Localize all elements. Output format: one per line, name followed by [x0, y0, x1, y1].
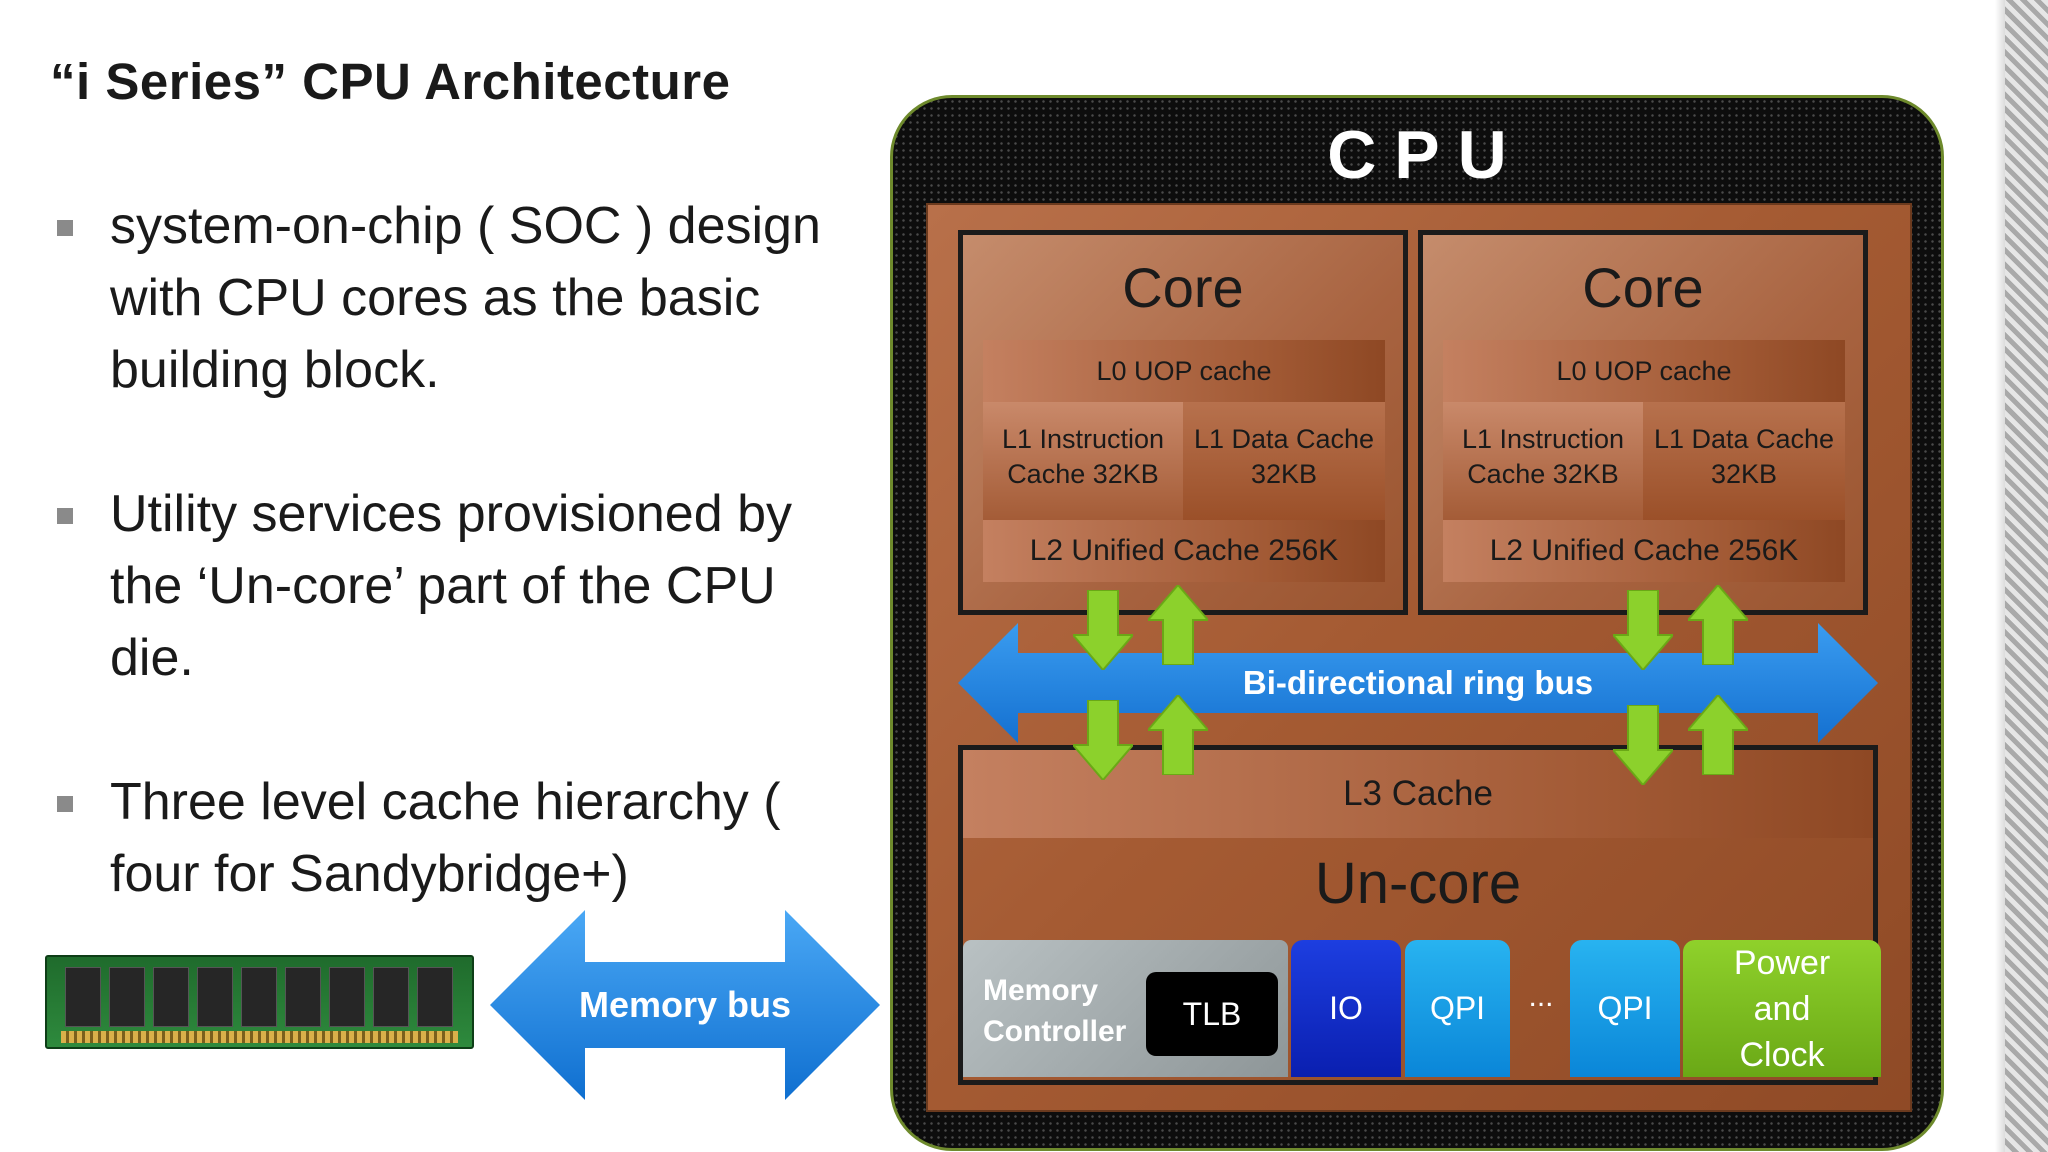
ram-chip [373, 967, 409, 1027]
ring-bus-label: Bi-directional ring bus [1242, 664, 1594, 701]
l0-uop-cache: L0 UOP cache [983, 340, 1385, 402]
qpi-block-1: QPI [1405, 940, 1510, 1077]
bullet-text: Utility services provisioned by the ‘Un-… [110, 485, 793, 687]
l1-data-line: L1 Data Cache [1653, 424, 1835, 454]
power-and-clock-block: Power and Clock [1683, 940, 1881, 1077]
down-arrow-icon [1613, 705, 1673, 785]
memory-bus-arrow [490, 910, 880, 1100]
up-arrow-icon [1688, 695, 1748, 775]
l1-data-line: L1 Data Cache [1193, 424, 1375, 454]
down-arrow-icon [1613, 590, 1673, 670]
bullet-text: system-on-chip ( SOC ) design with CPU c… [110, 197, 821, 399]
up-arrow-icon [1688, 585, 1748, 665]
core-title: Core [1122, 256, 1244, 319]
power-line: and [1753, 990, 1811, 1028]
l1-instruction-cache: L1 Instruction Cache 32KB [1443, 402, 1643, 520]
core-title: Core [1582, 256, 1704, 319]
tlb-block: TLB [1146, 972, 1278, 1056]
power-line: Power [1733, 944, 1831, 982]
core-left: Core L0 UOP cache L1 Instruction Cache 3… [958, 230, 1408, 615]
bullet-item-soc: system-on-chip ( SOC ) design with CPU c… [50, 190, 870, 406]
memory-bus-label: Memory bus [578, 984, 792, 1025]
l1-instruction-line: L1 Instruction [1461, 424, 1625, 454]
uncore-title: Un-core [1314, 851, 1522, 916]
cpu-package: CPU Core L0 UOP cache L1 Instruction Cac… [890, 95, 1944, 1151]
memory-controller-line: Controller [983, 1015, 1127, 1048]
up-arrow-icon [1148, 695, 1208, 775]
ram-module-image [45, 955, 474, 1049]
l0-uop-cache: L0 UOP cache [1443, 340, 1845, 402]
memory-controller-line: Memory [983, 974, 1099, 1007]
bullet-item-cache: Three level cache hierarchy ( four for S… [50, 766, 870, 910]
memory-controller: Memory Controller TLB [963, 940, 1288, 1077]
ram-pins [61, 1031, 458, 1043]
ram-chip [153, 967, 189, 1027]
l1-instruction-cache: L1 Instruction Cache 32KB [983, 402, 1183, 520]
bullet-text: Three level cache hierarchy ( four for S… [110, 773, 781, 903]
l2-unified-cache: L2 Unified Cache 256K [1443, 520, 1845, 582]
up-arrow-icon [1148, 585, 1208, 665]
ram-chip [329, 967, 365, 1027]
ram-chip [285, 967, 321, 1027]
bullet-square-icon [57, 796, 73, 812]
ellipsis: ... [1528, 980, 1554, 1013]
l1-data-line: 32KB [1710, 459, 1778, 489]
ram-chip [241, 967, 277, 1027]
l1-data-cache: L1 Data Cache 32KB [1183, 402, 1385, 520]
qpi-block-2: QPI [1570, 940, 1680, 1077]
bullet-square-icon [57, 508, 73, 524]
cpu-title: CPU [1327, 117, 1525, 193]
l2-unified-cache: L2 Unified Cache 256K [983, 520, 1385, 582]
bullet-square-icon [57, 220, 73, 236]
down-arrow-icon [1073, 700, 1133, 780]
core-right: Core L0 UOP cache L1 Instruction Cache 3… [1418, 230, 1868, 615]
io-block: IO [1291, 940, 1401, 1077]
l3-uncore-box: L3 Cache Un-core Memory Controller TLB I… [958, 745, 1881, 1085]
cpu-die: Core L0 UOP cache L1 Instruction Cache 3… [926, 203, 1912, 1112]
slide-title: “i Series” CPU Architecture [50, 53, 731, 110]
l1-data-line: 32KB [1250, 459, 1318, 489]
l1-instruction-line: Cache 32KB [1467, 459, 1619, 489]
ram-chip [65, 967, 101, 1027]
ram-chip [417, 967, 453, 1027]
bullet-item-uncore: Utility services provisioned by the ‘Un-… [50, 478, 870, 694]
l1-instruction-line: L1 Instruction [1001, 424, 1165, 454]
ram-chip [109, 967, 145, 1027]
bullet-list: system-on-chip ( SOC ) design with CPU c… [50, 190, 870, 982]
decorative-edge-strip [1995, 0, 2048, 1152]
power-line: Clock [1739, 1036, 1825, 1074]
l1-data-cache: L1 Data Cache 32KB [1643, 402, 1845, 520]
l1-instruction-line: Cache 32KB [1007, 459, 1159, 489]
down-arrow-icon [1073, 590, 1133, 670]
ram-chip [197, 967, 233, 1027]
